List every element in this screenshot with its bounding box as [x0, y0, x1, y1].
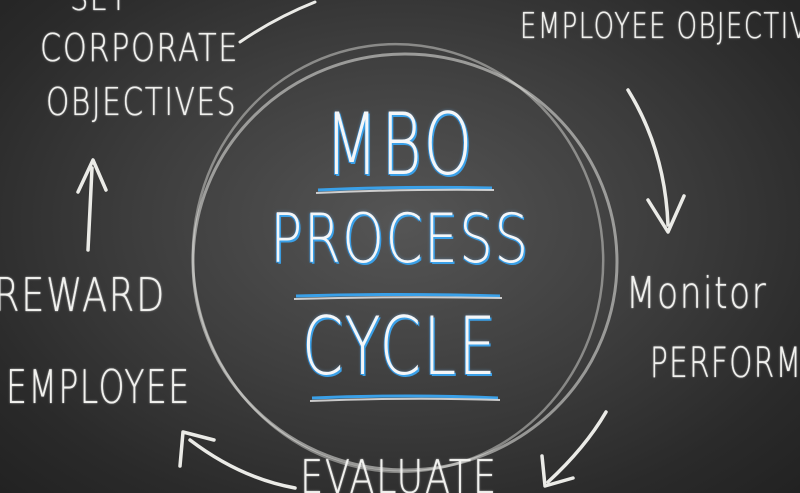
step-objectives-label: Objectives — [46, 80, 238, 124]
center-circle-inner — [191, 42, 605, 474]
arrow-to-evaluate — [546, 410, 608, 484]
title-mbo: MBO — [324, 95, 476, 195]
step-reward-label: Reward — [0, 268, 166, 322]
title-cycle: Cycle — [301, 300, 499, 393]
step-performance-label: Performance — [650, 338, 800, 387]
step-evaluate-label: Evaluate — [300, 450, 498, 493]
title-underline-1-white — [315, 188, 495, 194]
arrowhead-corporate — [76, 158, 108, 194]
title-underline-2-white — [293, 296, 503, 300]
title-underline-1 — [317, 185, 493, 192]
title-underline-3-white — [309, 397, 501, 402]
title-underline-2 — [295, 293, 501, 298]
arc-top-left — [238, 0, 317, 44]
center-circle-outer — [191, 52, 619, 472]
step-employee-label: Employee — [6, 360, 191, 414]
arrow-to-monitor — [626, 88, 670, 227]
arrowhead-monitor — [646, 194, 686, 234]
arrow-to-reward — [188, 438, 297, 490]
arrowhead-reward — [178, 430, 216, 468]
title-process: Process — [270, 200, 530, 279]
step-monitor-label: Monitor — [626, 268, 768, 319]
arrow-to-corporate — [86, 166, 94, 252]
step-corporate-label: Corporate — [40, 26, 240, 70]
title-underline-3 — [311, 394, 499, 400]
step-set-label: Set — [70, 0, 129, 19]
arrowhead-evaluate — [540, 454, 575, 488]
step-employee-objectives-label: Employee Objectives — [520, 6, 800, 47]
